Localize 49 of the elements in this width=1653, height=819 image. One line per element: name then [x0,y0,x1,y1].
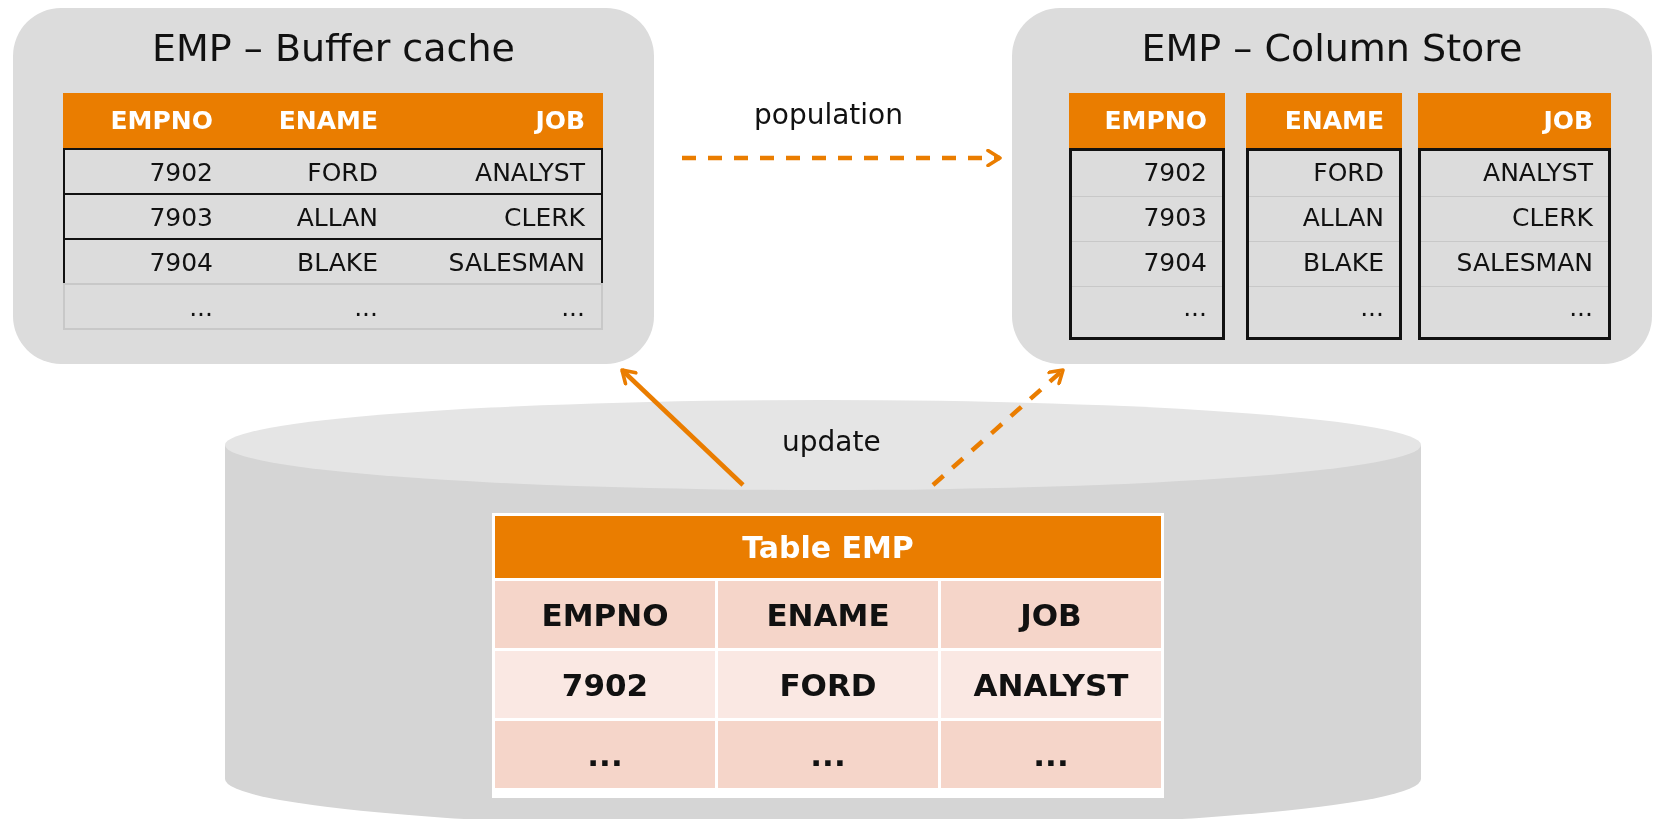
table-cell: ... [1183,295,1207,320]
table-cell: 7903 [149,205,213,230]
table-cell: 7902 [1143,160,1207,185]
column-header: EMPNO [110,108,213,133]
table-cell: BLAKE [1303,250,1384,275]
column-header: ENAME [278,108,378,133]
column-header: JOB [941,581,1161,648]
panel-title: EMP – Buffer cache [151,26,516,70]
table-cell: FORD [1313,160,1384,185]
table-cell: SALESMAN [1456,250,1593,275]
panel-card [13,8,654,364]
data-table [492,513,1164,798]
column-header: ENAME [718,581,938,648]
column-header: EMPNO [495,581,715,648]
column-header-bar: EMPNO [1069,93,1225,148]
arrow [682,148,1002,168]
table-cell: ... [354,295,378,320]
column-header-bar: JOB [1418,93,1611,148]
table-cell: FORD [718,651,938,718]
panel-card [1012,8,1652,364]
annotation-label: update [782,425,881,458]
table-cell: FORD [307,160,378,185]
table-cell: ... [718,721,938,788]
table-cell: 7904 [149,250,213,275]
table-cell: CLERK [1512,205,1593,230]
table-cell: 7902 [149,160,213,185]
table-cell: ANALYST [1483,160,1593,185]
table-cell: ... [1360,295,1384,320]
table-cell: ANALYST [475,160,585,185]
table-cell: SALESMAN [448,250,585,275]
table-cell: ... [941,721,1161,788]
table-cell: CLERK [504,205,585,230]
table-title: Table EMP [495,516,1161,578]
table-cell: ALLAN [296,205,378,230]
arrow [620,368,745,487]
table-cell: ALLAN [1302,205,1384,230]
table-cell: BLAKE [297,250,378,275]
arrow [931,368,1065,487]
column-header: JOB [535,108,585,133]
table-cell: ANALYST [941,651,1161,718]
table-cell: 7903 [1143,205,1207,230]
table-cell: ... [1569,295,1593,320]
panel-title: EMP – Column Store [1140,26,1524,70]
table-cell: 7904 [1143,250,1207,275]
table-cell: ... [561,295,585,320]
column-header-bar: ENAME [1246,93,1402,148]
table-cell: 7902 [495,651,715,718]
table-cell: ... [189,295,213,320]
table-cell: ... [495,721,715,788]
